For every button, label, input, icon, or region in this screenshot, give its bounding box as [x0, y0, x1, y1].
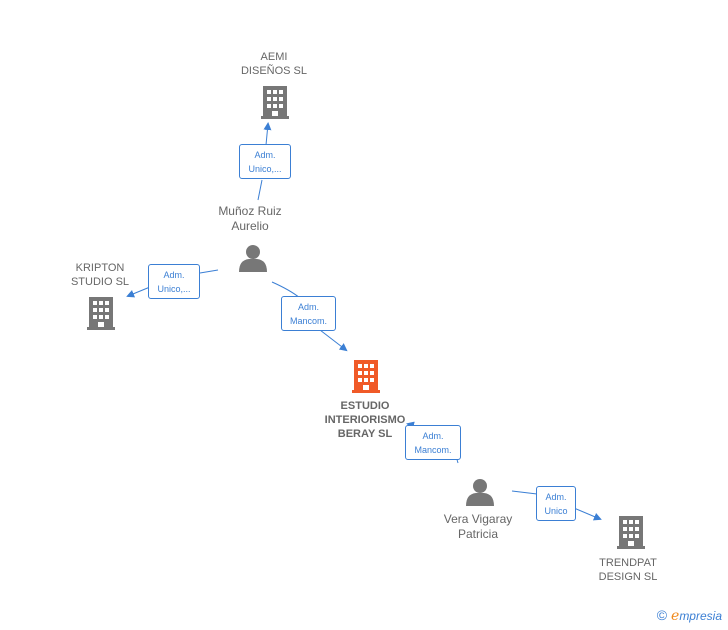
trendpat-label[interactable]: TRENDPAT DESIGN SL: [578, 556, 678, 584]
edge-label-munoz-estudio[interactable]: Adm. Mancom.: [281, 296, 336, 331]
edge-label-munoz-aemi-line2: Unico,...: [248, 164, 282, 174]
aemi-label[interactable]: AEMI DISEÑOS SL: [224, 50, 324, 78]
aemi-label-line2: DISEÑOS SL: [240, 65, 308, 77]
edge-label-vera-trendpat-line2: Unico: [544, 506, 568, 516]
kripton-label-line2: STUDIO SL: [70, 276, 130, 288]
kripton-label[interactable]: KRIPTON STUDIO SL: [50, 261, 150, 289]
edge-label-vera-estudio-line2: Mancom.: [414, 445, 452, 455]
edge-munoz-kripton: [128, 269, 219, 296]
empresia-brand[interactable]: ©empresia: [657, 607, 722, 624]
estudio-building-icon[interactable]: [352, 360, 380, 393]
vera-person-icon[interactable]: [466, 479, 494, 506]
edge-label-munoz-kripton-line1: Adm.: [163, 270, 185, 280]
edge-label-vera-estudio-line1: Adm.: [422, 431, 444, 441]
trendpat-building-icon[interactable]: [617, 516, 645, 549]
munoz-label[interactable]: Muñoz Ruiz Aurelio: [200, 204, 300, 234]
edge-label-vera-estudio[interactable]: Adm. Mancom.: [405, 425, 461, 460]
edge-munoz-aemi: [257, 124, 268, 201]
empresia-logo-e: e: [671, 608, 680, 624]
empresia-logo-text: mpresia: [679, 609, 722, 623]
munoz-label-line1: Muñoz Ruiz: [218, 204, 282, 218]
kripton-label-line1: KRIPTON: [75, 262, 125, 274]
trendpat-label-line2: DESIGN SL: [598, 571, 658, 583]
aemi-building-icon[interactable]: [261, 86, 289, 119]
edge-label-munoz-estudio-line1: Adm.: [297, 302, 319, 312]
aemi-label-line1: AEMI: [260, 51, 288, 63]
vera-label[interactable]: Vera Vigaray Patricia: [428, 512, 528, 542]
edge-label-munoz-estudio-line2: Mancom.: [289, 316, 327, 326]
vera-label-line2: Patricia: [457, 527, 498, 541]
copyright-symbol: ©: [656, 607, 668, 623]
munoz-person-icon[interactable]: [239, 245, 267, 272]
edge-label-munoz-aemi-line1: Adm.: [254, 150, 276, 160]
kripton-building-icon[interactable]: [87, 297, 115, 330]
estudio-label-line2: INTERIORISMO: [324, 414, 406, 426]
estudio-label-line3: BERAY SL: [337, 428, 393, 440]
edge-vera-trendpat: [511, 490, 600, 519]
trendpat-label-line1: TRENDPAT: [599, 557, 657, 569]
edge-label-munoz-aemi[interactable]: Adm. Unico,...: [239, 144, 291, 179]
vera-label-line1: Vera Vigaray: [443, 512, 513, 526]
edge-label-munoz-kripton-line2: Unico,...: [157, 284, 191, 294]
estudio-label-line1: ESTUDIO: [340, 400, 390, 412]
edge-label-munoz-kripton[interactable]: Adm. Unico,...: [148, 264, 200, 299]
munoz-label-line2: Aurelio: [231, 219, 269, 233]
edge-label-vera-trendpat-line1: Adm.: [545, 492, 567, 502]
estudio-label[interactable]: ESTUDIO INTERIORISMO BERAY SL: [305, 399, 425, 441]
edge-label-vera-trendpat[interactable]: Adm. Unico: [536, 486, 576, 521]
